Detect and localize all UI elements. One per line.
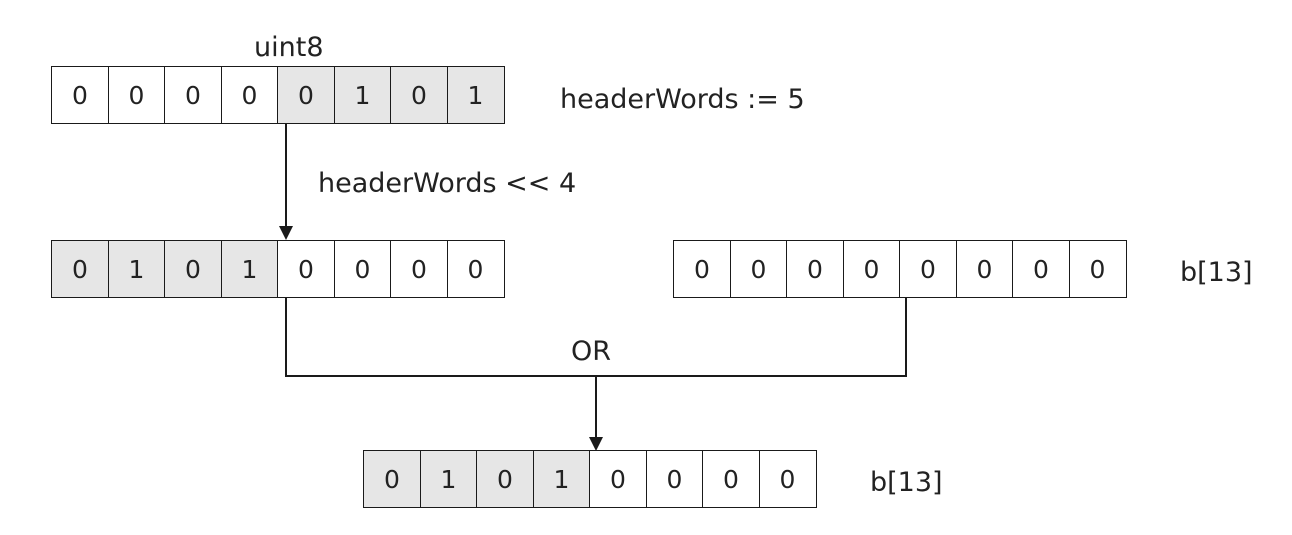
bit-cell: 0 xyxy=(1012,240,1070,298)
bit-cell: 0 xyxy=(645,450,704,508)
bit-cell: 0 xyxy=(390,66,448,124)
type-label: uint8 xyxy=(254,32,324,63)
bit-cell: 0 xyxy=(589,450,647,508)
bit-cell: 0 xyxy=(333,240,392,298)
bit-cell: 0 xyxy=(164,66,222,124)
bit-cell: 1 xyxy=(220,240,279,298)
bit-cell: 0 xyxy=(446,240,505,298)
bit-cell: 0 xyxy=(1068,240,1127,298)
bit-cell: 0 xyxy=(107,66,166,124)
bit-cell: 0 xyxy=(220,66,279,124)
bit-cell: 1 xyxy=(532,450,591,508)
bit-cell: 0 xyxy=(786,240,844,298)
bit-cell: 0 xyxy=(390,240,448,298)
bit-cell: 1 xyxy=(107,240,166,298)
bit-cell: 0 xyxy=(673,240,731,298)
bit-cell: 0 xyxy=(702,450,760,508)
bit-cell: 0 xyxy=(729,240,788,298)
bit-cell: 0 xyxy=(363,450,421,508)
bit-cell: 0 xyxy=(899,240,957,298)
bit-cell: 1 xyxy=(419,450,478,508)
target-label: b[13] xyxy=(1180,257,1253,288)
shift-label: headerWords << 4 xyxy=(318,168,577,199)
bit-cell: 0 xyxy=(277,66,335,124)
bit-cell: 0 xyxy=(51,66,109,124)
bit-cell: 0 xyxy=(164,240,222,298)
bit-cell: 1 xyxy=(333,66,392,124)
bit-cell: 0 xyxy=(277,240,335,298)
bit-cell: 0 xyxy=(842,240,901,298)
or-label: OR xyxy=(571,336,612,367)
result-label: b[13] xyxy=(870,467,943,498)
bit-cell: 1 xyxy=(446,66,505,124)
bit-cell: 0 xyxy=(955,240,1014,298)
bit-cell: 0 xyxy=(51,240,109,298)
input-label: headerWords := 5 xyxy=(560,84,805,115)
bit-cell: 0 xyxy=(476,450,534,508)
bit-cell: 0 xyxy=(758,450,817,508)
